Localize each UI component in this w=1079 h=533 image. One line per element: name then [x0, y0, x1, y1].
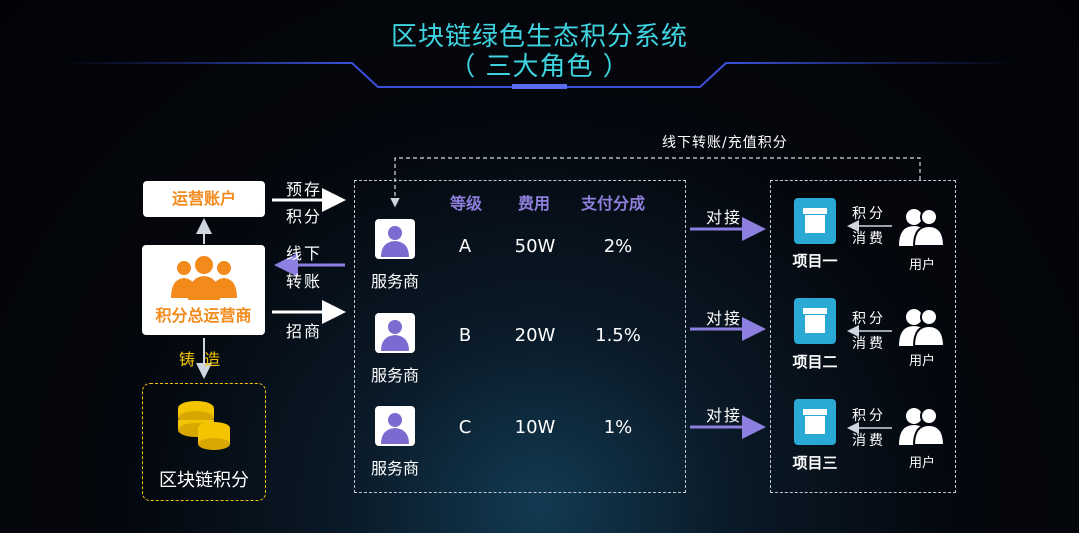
row-a-fee: 50W	[514, 236, 556, 257]
offline-label-1: 线下	[286, 244, 323, 263]
prestore-label-1: 预存	[286, 180, 323, 199]
spend-label-2a: 积分	[852, 311, 886, 327]
shop-icon	[794, 399, 836, 445]
provider-icon	[375, 219, 415, 259]
title-frame-line	[60, 62, 1020, 88]
project-1-label: 项目一	[792, 252, 838, 270]
row-b-level: B	[458, 325, 472, 346]
blockchain-points-label: 区块链积分	[159, 470, 249, 491]
users-icon	[899, 308, 945, 346]
title-frame-accent	[512, 84, 567, 89]
offline-label-2: 转账	[286, 272, 323, 291]
spend-label-3a: 积分	[852, 408, 886, 424]
page-title: 区块链绿色生态积分系统	[390, 22, 688, 52]
provider-icon	[375, 406, 415, 446]
page-subtitle: （ 三大角色 ）	[449, 52, 630, 82]
row-b-share: 1.5%	[595, 325, 641, 346]
dock-label-2: 对接	[706, 309, 743, 328]
row-c-share: 1%	[603, 417, 633, 438]
dock-label-3: 对接	[706, 406, 743, 425]
users-icon	[899, 208, 945, 246]
mint-label: 铸 造	[179, 350, 223, 369]
operator-label: 积分总运营商	[155, 306, 252, 325]
user-label-1: 用户	[908, 258, 935, 273]
operating-account-box: 运营账户	[143, 181, 265, 217]
shop-icon	[794, 298, 836, 344]
provider-icon	[375, 313, 415, 353]
row-c-level: C	[458, 417, 472, 438]
header-fee: 费用	[518, 194, 551, 213]
users-icon	[899, 407, 945, 445]
service-provider-panel	[354, 180, 686, 493]
spend-label-3b: 消费	[852, 433, 886, 449]
recruit-label: 招商	[286, 322, 323, 341]
blockchain-points-box: 区块链积分	[142, 383, 266, 501]
prestore-label-2: 积分	[286, 207, 323, 226]
top-dashed-label: 线下转账/充值积分	[662, 135, 788, 151]
project-3-label: 项目三	[792, 454, 838, 472]
provider-label: 服务商	[370, 459, 419, 478]
spend-label-2b: 消费	[852, 336, 886, 352]
top-dashed-path	[390, 157, 921, 208]
project-2-label: 项目二	[792, 353, 838, 371]
header-share: 支付分成	[581, 194, 646, 213]
spend-label-1b: 消费	[852, 231, 886, 247]
group-people-icon	[170, 256, 237, 300]
shop-icon	[794, 198, 836, 244]
spend-label-1a: 积分	[852, 206, 886, 222]
operating-account-label: 运营账户	[171, 189, 236, 208]
header-level: 等级	[450, 194, 483, 213]
user-label-3: 用户	[908, 456, 935, 471]
projects-panel	[770, 180, 956, 493]
operator-box: 积分总运营商	[142, 245, 265, 335]
user-label-2: 用户	[908, 354, 935, 369]
row-a-level: A	[458, 236, 472, 257]
row-c-fee: 10W	[514, 417, 556, 438]
dock-label-1: 对接	[706, 208, 743, 227]
provider-label: 服务商	[370, 272, 419, 291]
row-b-fee: 20W	[514, 325, 556, 346]
row-a-share: 2%	[603, 236, 633, 257]
provider-label: 服务商	[370, 366, 419, 385]
coins-icon	[178, 401, 230, 450]
